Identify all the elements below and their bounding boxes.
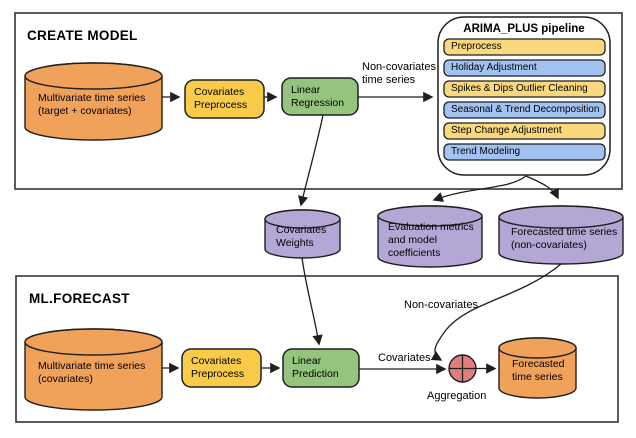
forecasted-time-series-cylinder [498, 337, 577, 399]
arrow-regression-to-weights [298, 114, 324, 207]
multivariate-covariates-cylinder [24, 328, 163, 411]
pipeline-step-trend-modeling: Trend Modeling [451, 145, 521, 157]
pipeline-step-stepchange-shape [443, 122, 606, 140]
arrow-weights-to-prediction [301, 257, 323, 346]
covariates-weights-cylinder [264, 209, 341, 259]
linear-regression-label: Linear Regression [291, 83, 345, 109]
pipeline-step-seasonal-shape [443, 101, 606, 119]
covariates-preprocess-bottom-label: Covariates Preprocess [191, 355, 245, 380]
arima-plus-pipeline-title: ARIMA_PLUS pipeline [463, 23, 585, 35]
aggregation-node [448, 354, 477, 383]
pipeline-step-trend-shape [443, 143, 606, 161]
non-covariates-time-series-label: Non-covariates time series [362, 61, 436, 87]
ml-forecast-title: ML.FORECAST [29, 291, 130, 306]
pipeline-step-spikes-shape [443, 80, 606, 98]
pipeline-step-seasonal-trend: Seasonal & Trend Decomposition [451, 103, 600, 115]
pipeline-step-shapes [443, 38, 606, 161]
pipeline-step-preprocess-shape [443, 38, 606, 56]
evaluation-metrics-label: Evaluation metrics and model coefficient… [388, 221, 474, 259]
pipeline-step-holiday-adjustment: Holiday Adjustment [451, 61, 537, 73]
create-model-title: CREATE MODEL [27, 28, 138, 43]
forecasted-non-covariates-cylinder [498, 205, 624, 265]
arrow-pipeline-to-forecast-noncov [525, 175, 559, 200]
multivariate-target-covariates-label: Multivariate time series (target + covar… [38, 91, 146, 117]
linear-prediction-shape [282, 348, 360, 388]
covariates-edge-label: Covariates [378, 352, 431, 364]
covariates-preprocess-top-label: Covariates Preprocess [194, 86, 248, 111]
forecasted-non-covariates-label: Forecasted time series (non-covariates) [511, 226, 618, 251]
non-covariates-edge-label: Non-covariates [404, 299, 478, 311]
pipeline-step-spikes-dips: Spikes & Dips Outlier Cleaning [451, 82, 588, 94]
forecasted-time-series-label: Forecasted time series [512, 357, 565, 383]
multivariate-covariates-label: Multivariate time series (covariates) [38, 359, 146, 385]
covariates-preprocess-top-shape [184, 79, 265, 119]
pipeline-step-preprocess: Preprocess [451, 40, 502, 52]
diagram-arrows [162, 91, 562, 375]
aggregation-label: Aggregation [427, 390, 487, 402]
evaluation-metrics-cylinder [377, 205, 483, 268]
pipeline-step-holiday-shape [443, 59, 606, 77]
linear-prediction-label: Linear Prediction [292, 355, 339, 380]
arrow-noncov-to-aggregation [430, 263, 562, 361]
arrow-pipeline-to-evaluation [432, 175, 527, 202]
multivariate-target-covariates-cylinder [24, 62, 163, 141]
pipeline-step-step-change: Step Change Adjustment [451, 124, 562, 136]
covariates-weights-label: Covariates Weights [276, 223, 327, 249]
